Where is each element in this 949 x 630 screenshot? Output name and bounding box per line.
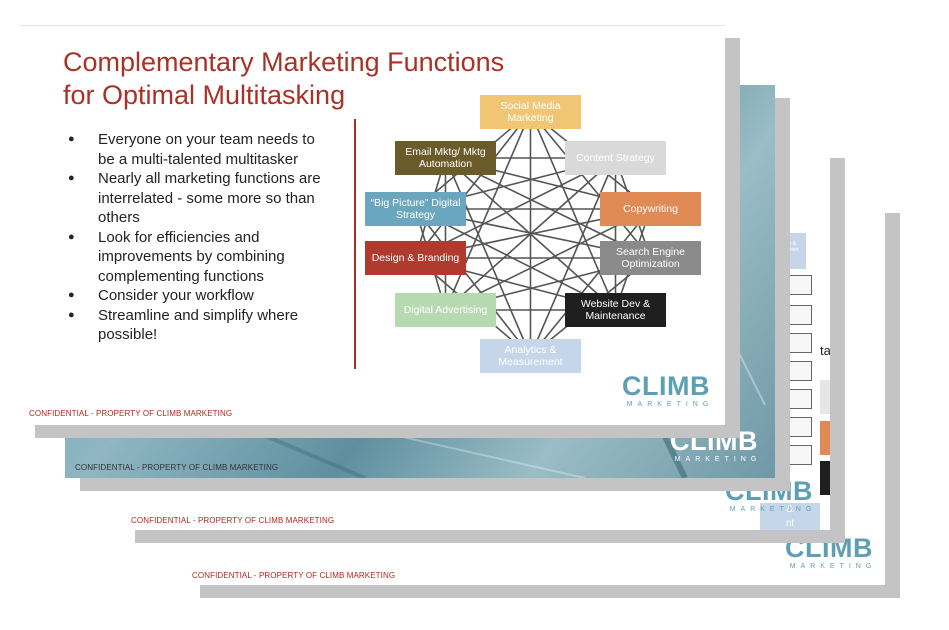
node-digital: Digital Advertising — [395, 293, 496, 327]
connection-line — [529, 111, 617, 311]
node-content: Content Strategy — [565, 141, 666, 175]
chip-label: ng — [820, 431, 830, 445]
node-label: Copywriting — [623, 202, 678, 215]
climb-logo-sub: MARKETING — [674, 456, 762, 463]
connection-line — [444, 111, 532, 311]
node-web: Website Dev & Maintenance — [565, 293, 666, 327]
node-label: Search Engine Optimization — [616, 245, 685, 271]
connection-line — [414, 111, 532, 259]
node-seo: Search Engine Optimization — [600, 241, 701, 275]
node-label: Email Mktg/ Mktg Automation — [405, 145, 486, 171]
node-label: Website Dev & Maintenance — [580, 297, 651, 323]
bullet-item: Look for efficiencies and improvements b… — [68, 228, 328, 287]
chip-copywriting-partial: ng — [820, 421, 830, 455]
node-label: Content Strategy — [576, 151, 655, 164]
main-slide: Complementary Marketing Functions for Op… — [20, 25, 725, 425]
climb-logo-sub: MARKETING — [729, 506, 817, 513]
node-label: Digital Advertising — [403, 303, 488, 316]
node-social: Social Media Marketing — [480, 95, 581, 129]
climb-logo-sub: MARKETING — [789, 563, 877, 570]
slide-title-line-1: Complementary Marketing Functions — [63, 47, 505, 77]
node-design: Design & Branding — [365, 241, 466, 275]
node-analytics: Analytics & Measurement — [480, 339, 581, 373]
bullet-item: Nearly all marketing functions are inter… — [68, 169, 328, 228]
footer-confidential: CONFIDENTIAL - PROPERTY OF CLIMB MARKETI… — [131, 516, 335, 525]
footer-confidential: CONFIDENTIAL - PROPERTY OF CLIMB MARKETI… — [29, 409, 233, 418]
chip-analytics-partial: & nt — [760, 503, 820, 530]
connection-line — [529, 157, 617, 357]
node-email: Email Mktg/ Mktg Automation — [395, 141, 496, 175]
node-label: Analytics & Measurement — [498, 343, 563, 369]
bullet-item: Consider your workflow — [68, 286, 328, 306]
slide-title-line-2: for Optimal Multitasking — [63, 80, 346, 110]
chip-grey — [820, 380, 830, 414]
bullet-item: Streamline and simplify where possible! — [68, 306, 328, 345]
chip-web-partial: y & ce — [820, 461, 830, 495]
chip-label: nt — [785, 518, 795, 529]
node-label: Social Media Marketing — [500, 99, 561, 125]
vertical-divider — [354, 119, 356, 369]
connection-line — [529, 208, 652, 357]
chip-label: y & — [820, 464, 830, 478]
bullet-list: Everyone on your team needs to be a mult… — [68, 130, 328, 345]
connection-line — [414, 208, 532, 357]
climb-logo-word: CLIMB — [622, 371, 710, 401]
node-bigpicture: “Big Picture” Digital Strategy — [365, 192, 466, 226]
slide-title: Complementary Marketing Functions for Op… — [63, 46, 504, 112]
footer-confidential: CONFIDENTIAL - PROPERTY OF CLIMB MARKETI… — [75, 463, 279, 472]
footer-confidential: CONFIDENTIAL - PROPERTY OF CLIMB MARKETI… — [192, 571, 396, 580]
node-label: “Big Picture” Digital Strategy — [370, 196, 461, 222]
connection-line — [444, 157, 617, 311]
partial-text: tary — [820, 343, 830, 358]
node-label: Design & Branding — [371, 251, 460, 264]
chip-label: & — [786, 504, 794, 515]
bullet-item: Everyone on your team needs to be a mult… — [68, 130, 328, 169]
node-copy: Copywriting — [600, 192, 701, 226]
connection-line — [444, 157, 532, 357]
climb-logo: CLIMB MARKETING — [612, 373, 720, 409]
climb-logo-sub: MARKETING — [626, 401, 714, 408]
